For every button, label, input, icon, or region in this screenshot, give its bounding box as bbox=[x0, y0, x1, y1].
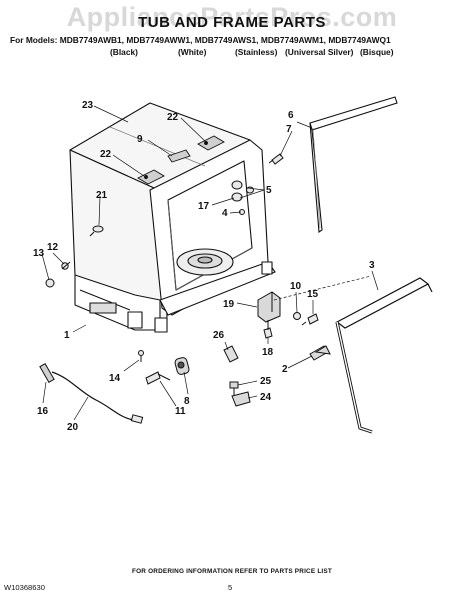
clip-26 bbox=[223, 345, 239, 363]
callout-numbers: 23 9 22 22 21 6 7 5 17 4 12 13 3 19 10 1… bbox=[33, 100, 375, 433]
callout-14: 14 bbox=[109, 373, 121, 384]
model-list: For Models: MDB7749AWB1, MDB7749AWW1, MD… bbox=[10, 35, 391, 45]
callout-26: 26 bbox=[213, 330, 225, 341]
callout-25: 25 bbox=[260, 376, 272, 387]
callout-20: 20 bbox=[67, 422, 79, 433]
side-screws-left bbox=[45, 261, 71, 288]
callout-4: 4 bbox=[222, 208, 228, 219]
nut-and-screw bbox=[293, 312, 319, 326]
callout-24: 24 bbox=[260, 392, 272, 403]
callout-13: 13 bbox=[33, 248, 45, 259]
callout-2: 2 bbox=[282, 364, 288, 375]
document-number: W10368630 bbox=[4, 583, 45, 592]
leader-lines bbox=[41, 105, 379, 421]
callout-18: 18 bbox=[262, 347, 274, 358]
callout-21: 21 bbox=[96, 190, 108, 201]
screw-7 bbox=[268, 153, 284, 165]
callout-12: 12 bbox=[47, 242, 59, 253]
leveling-leg-2 bbox=[309, 345, 331, 361]
callout-22-left: 22 bbox=[100, 149, 112, 160]
side-trim-strip bbox=[309, 96, 398, 233]
screws-bottom bbox=[138, 350, 171, 385]
wire-harness bbox=[39, 363, 144, 424]
callout-19: 19 bbox=[223, 299, 235, 310]
callout-5: 5 bbox=[266, 185, 272, 196]
callout-8: 8 bbox=[184, 396, 190, 407]
color-white: (White) bbox=[178, 47, 207, 57]
page-number: 5 bbox=[228, 583, 233, 592]
ordering-note: FOR ORDERING INFORMATION REFER TO PARTS … bbox=[132, 568, 332, 575]
color-bisque: (Bisque) bbox=[360, 47, 394, 57]
page-title: TUB AND FRAME PARTS bbox=[138, 14, 326, 31]
leveling-leg bbox=[127, 311, 143, 329]
color-black: (Black) bbox=[110, 47, 138, 57]
callout-10: 10 bbox=[290, 281, 302, 292]
bolt-18 bbox=[263, 320, 273, 339]
foot-assembly bbox=[229, 381, 251, 407]
bracket-19 bbox=[257, 291, 281, 323]
callout-11: 11 bbox=[175, 406, 186, 417]
callout-17: 17 bbox=[198, 201, 210, 212]
callout-1: 1 bbox=[64, 330, 70, 341]
callout-9: 9 bbox=[137, 134, 143, 145]
callout-15: 15 bbox=[307, 289, 319, 300]
watermark: AppliancePartsPros.com bbox=[66, 2, 398, 32]
callout-16: 16 bbox=[37, 406, 49, 417]
door-gasket bbox=[335, 277, 433, 434]
mounting-bracket-top bbox=[137, 135, 225, 185]
color-stainless: (Stainless) bbox=[235, 47, 278, 57]
insulation-fastener bbox=[89, 225, 104, 237]
vent-clip bbox=[167, 149, 191, 163]
callout-22-top: 22 bbox=[167, 112, 179, 123]
callout-23: 23 bbox=[82, 100, 94, 111]
callout-6: 6 bbox=[288, 110, 294, 121]
color-universal-silver: (Universal Silver) bbox=[285, 47, 354, 57]
callout-3: 3 bbox=[369, 260, 375, 271]
callout-7: 7 bbox=[286, 124, 292, 135]
clamp-8 bbox=[174, 357, 190, 375]
tub-assembly bbox=[69, 102, 276, 333]
